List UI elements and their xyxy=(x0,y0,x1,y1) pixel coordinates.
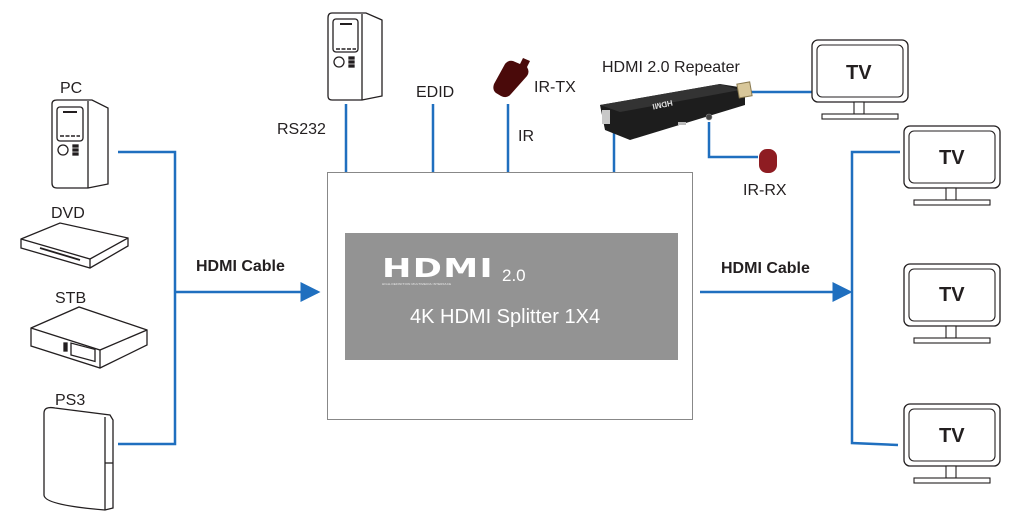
tv-icon xyxy=(811,39,909,120)
source-label-pc: PC xyxy=(60,80,83,97)
source-label-ps3: PS3 xyxy=(55,392,86,409)
source-label-dvd: DVD xyxy=(51,205,85,222)
source-label-stb: STB xyxy=(55,290,87,307)
cable-ir-rx xyxy=(707,122,758,159)
cable-output-bus xyxy=(850,150,900,447)
hdmi-repeater-device: HDMI xyxy=(600,81,753,140)
ir-transmitter-icon xyxy=(493,58,530,98)
splitter-version: 2.0 xyxy=(502,266,526,285)
tv-label-2: TV xyxy=(939,284,965,306)
output-cable-label: HDMI Cable xyxy=(721,260,810,277)
input-cables xyxy=(118,150,321,446)
tv-label-3: TV xyxy=(939,425,965,447)
rs232-label: RS232 xyxy=(277,121,326,138)
ir-tx-label: IR-TX xyxy=(534,79,576,96)
control-pc-icon xyxy=(327,12,383,101)
pc-tower-icon xyxy=(51,99,109,189)
tv-group xyxy=(811,39,1001,484)
input-cable-label: HDMI Cable xyxy=(196,258,285,275)
tv-icon xyxy=(903,263,1001,344)
ir-rx-label: IR-RX xyxy=(743,182,787,199)
tv-icon xyxy=(903,403,1001,484)
dvd-player-icon xyxy=(20,222,129,269)
repeater-label: HDMI 2.0 Repeater xyxy=(602,59,740,76)
hdmi-logo-tagline: HIGH-DEFINITION MULTIMEDIA INTERFACE xyxy=(382,282,452,286)
ir-label: IR xyxy=(518,128,534,145)
tv-icon xyxy=(903,125,1001,206)
tv-label-1: TV xyxy=(939,147,965,169)
edid-label: EDID xyxy=(416,84,455,101)
ir-receiver-icon xyxy=(759,149,777,173)
game-console-icon xyxy=(43,406,114,511)
splitter-name: 4K HDMI Splitter 1X4 xyxy=(410,306,601,328)
hdmi-logo: HDMI xyxy=(382,254,494,284)
splitter-front-panel xyxy=(345,233,678,360)
top-port-cables xyxy=(344,90,812,172)
repeater-logo: HDMI xyxy=(652,98,674,111)
output-cables xyxy=(700,150,900,447)
set-top-box-icon xyxy=(30,306,148,369)
cable-pc xyxy=(118,150,177,446)
tv-label-repeater: TV xyxy=(846,62,872,84)
